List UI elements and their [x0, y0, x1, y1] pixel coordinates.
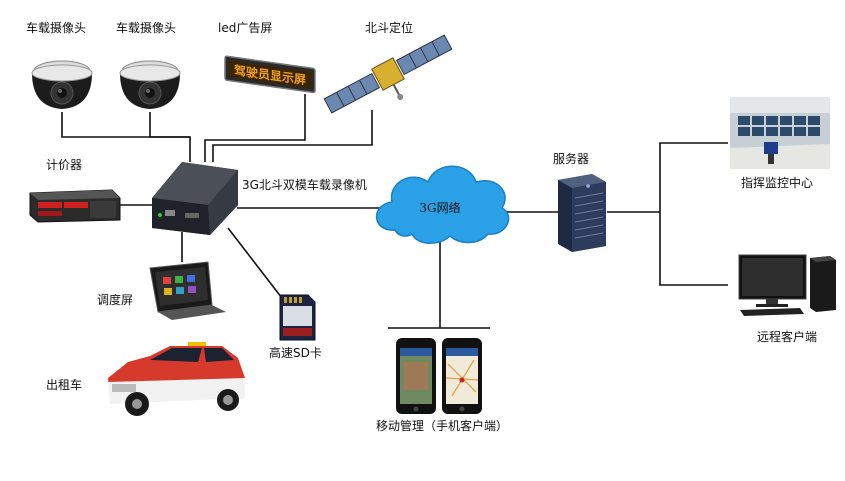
server-label: 服务器: [553, 152, 590, 166]
mobile-label: 移动管理（手机客户端）: [376, 419, 509, 433]
camera1-link: [61, 112, 191, 162]
remote-client-label: 远程客户端: [757, 330, 818, 344]
led-screen-icon: 驾驶员显示屏: [224, 55, 316, 94]
taxi-meter-icon: [29, 189, 121, 223]
beidou-label: 北斗定位: [365, 21, 414, 35]
camera1-label: 车载摄像头: [26, 21, 87, 35]
network-label: 3G网络: [419, 200, 460, 215]
taxi-label: 出租车: [46, 378, 83, 392]
led-link: [204, 94, 306, 162]
dvr-label: 3G北斗双模车载录像机: [242, 178, 367, 192]
camera2-label: 车载摄像头: [116, 21, 177, 35]
server-tower-icon: [558, 174, 606, 252]
camera-icon: [119, 60, 181, 109]
dispatch-screen-label: 调度屏: [97, 293, 134, 307]
meter-label: 计价器: [46, 158, 83, 172]
control-room-icon: [730, 97, 830, 169]
client-branch: [659, 142, 728, 286]
satellite-icon: [323, 34, 453, 114]
taxi-car-icon: [108, 342, 245, 416]
camera2-link: [149, 112, 190, 138]
command-center-label: 指挥监控中心: [741, 176, 814, 190]
smartphone-icon: [396, 338, 436, 414]
connector-lines: [61, 94, 728, 329]
sd-card-label: 高速SD卡: [269, 346, 322, 360]
cloud-icon: 3G网络: [375, 165, 510, 244]
smartphone-icon: [442, 338, 482, 414]
desktop-computer-icon: [738, 254, 836, 316]
mobile-dvr-icon: [152, 162, 238, 235]
camera-icon: [31, 60, 93, 109]
sd-card-icon: [279, 294, 316, 341]
beidou-link: [212, 110, 373, 162]
dvr-sd-link: [227, 227, 286, 303]
dispatch-tablet-icon: [149, 261, 226, 320]
led-label: led广告屏: [218, 21, 273, 35]
